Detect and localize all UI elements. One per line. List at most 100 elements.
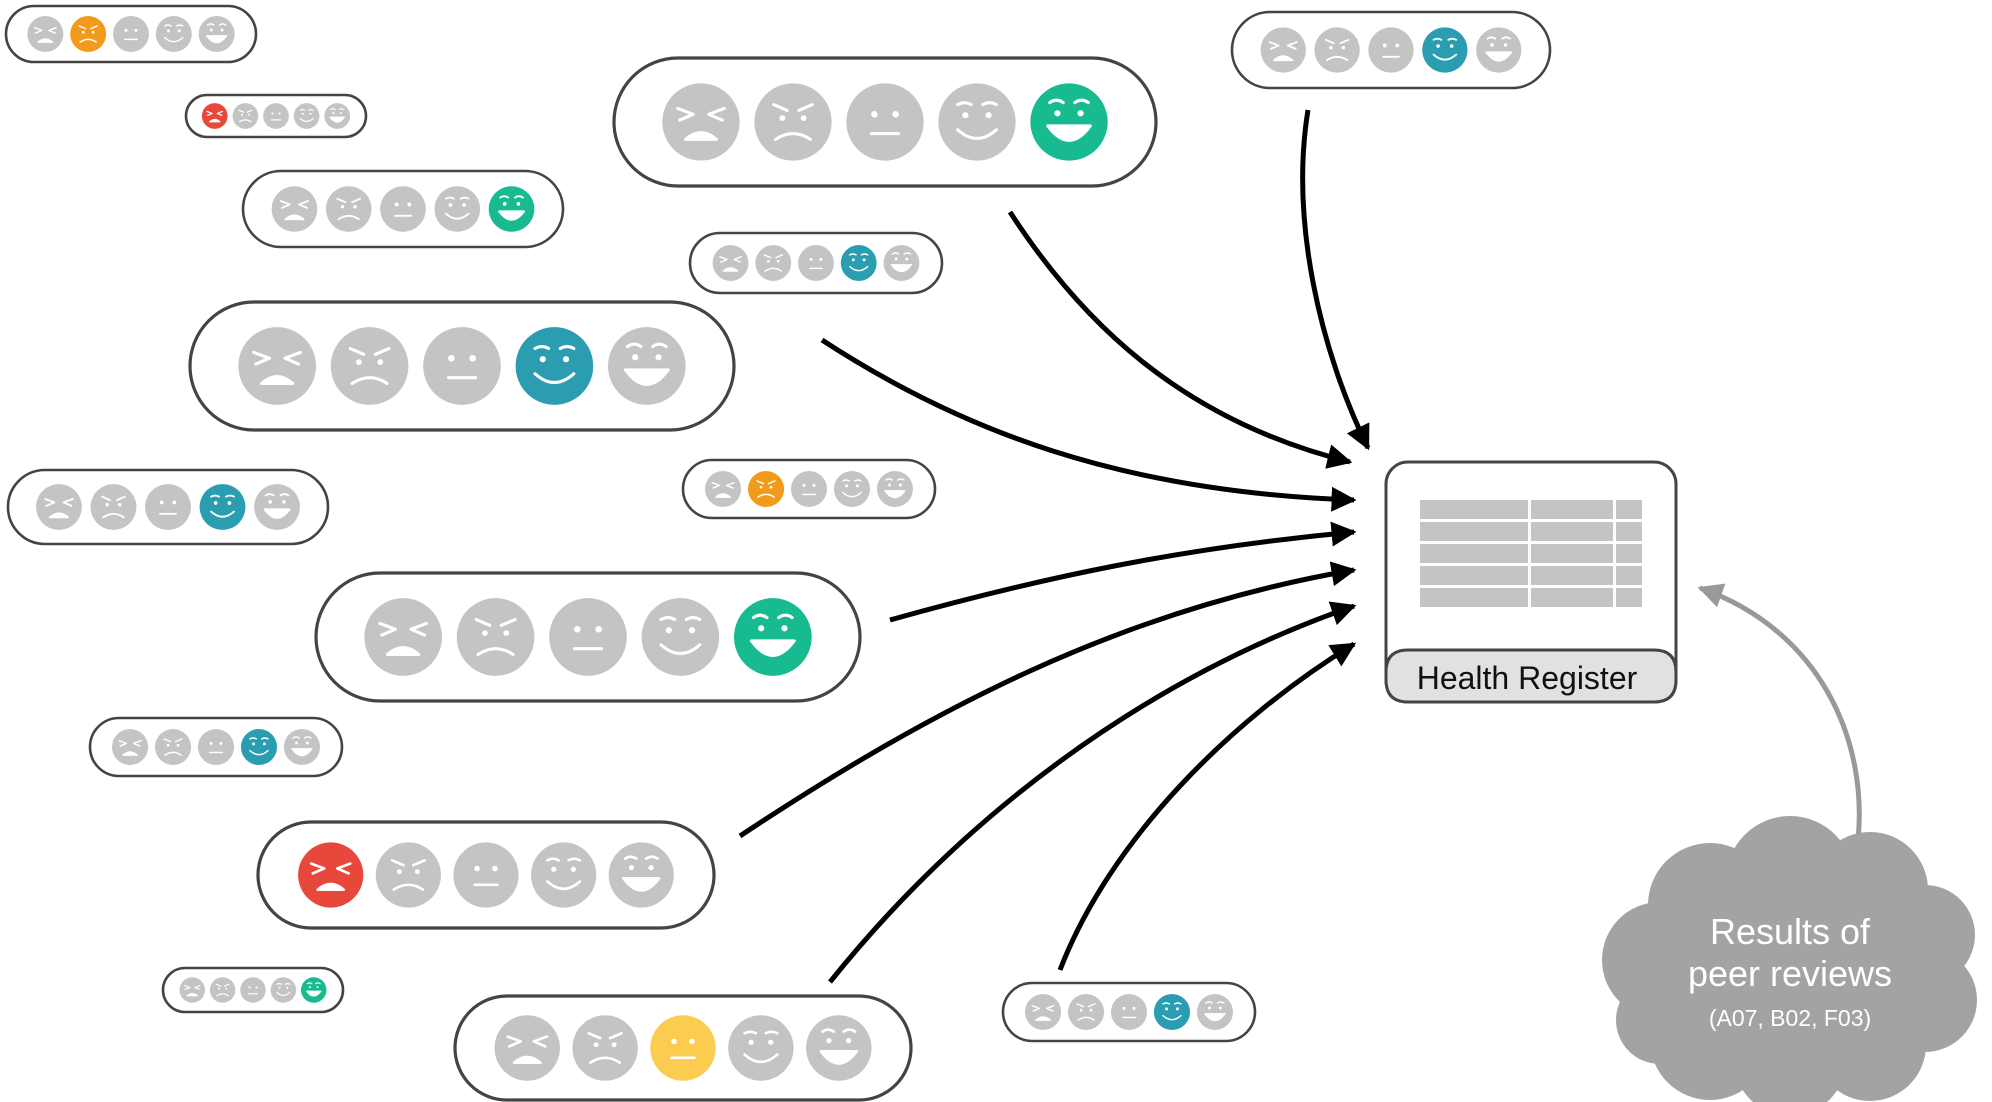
very-unhappy-face-icon <box>1024 993 1062 1031</box>
very-happy-face-icon <box>283 728 321 766</box>
very-unhappy-face-icon <box>27 16 64 52</box>
unhappy-face-icon <box>330 327 409 405</box>
very-happy-face-icon <box>1196 993 1234 1031</box>
cloud-line-3: (A07, B02, F03) <box>1709 1005 1871 1031</box>
table-cell <box>1420 544 1528 563</box>
table-cell <box>1531 588 1613 607</box>
rating-widget <box>256 820 716 930</box>
happy-face-icon <box>1153 993 1191 1031</box>
unhappy-face-icon <box>572 1015 638 1081</box>
arrow-5 <box>738 561 1357 839</box>
very-happy-face-icon <box>300 977 327 1003</box>
table-cell <box>1420 500 1528 519</box>
neutral-face-icon <box>423 327 501 405</box>
table-cell <box>1420 588 1528 607</box>
happy-face-icon <box>293 103 320 129</box>
table-cell <box>1616 544 1642 563</box>
neutral-face-icon <box>1368 27 1414 73</box>
very-unhappy-face-icon <box>1260 27 1306 73</box>
very-unhappy-face-icon <box>111 728 149 766</box>
unhappy-face-icon <box>755 245 792 281</box>
unhappy-face-icon <box>1067 993 1105 1031</box>
neutral-face-icon <box>453 842 519 908</box>
very-unhappy-face-icon <box>238 327 316 405</box>
happy-face-icon <box>1422 27 1468 73</box>
happy-face-icon <box>199 484 246 530</box>
register-title: Health Register <box>1417 660 1638 696</box>
very-unhappy-face-icon <box>201 103 228 129</box>
rating-widget <box>6 468 330 546</box>
rating-widget <box>314 571 862 703</box>
very-happy-face-icon <box>806 1015 872 1081</box>
very-unhappy-face-icon <box>704 470 742 508</box>
rating-widget <box>88 716 344 778</box>
unhappy-face-icon <box>325 186 372 232</box>
happy-face-icon <box>155 16 192 52</box>
happy-face-icon <box>728 1015 794 1081</box>
very-unhappy-face-icon <box>712 245 749 281</box>
very-happy-face-icon <box>1476 27 1522 73</box>
neutral-face-icon <box>263 103 289 129</box>
happy-face-icon <box>240 728 278 766</box>
neutral-face-icon <box>798 245 834 281</box>
very-unhappy-face-icon <box>271 186 318 232</box>
neutral-face-icon <box>240 977 266 1003</box>
unhappy-face-icon <box>232 103 259 129</box>
unhappy-face-icon <box>456 598 535 676</box>
table-cell <box>1531 500 1613 519</box>
neutral-face-icon <box>650 1015 716 1081</box>
happy-face-icon <box>270 977 297 1003</box>
very-happy-face-icon <box>876 470 914 508</box>
unhappy-face-icon <box>747 470 785 508</box>
neutral-face-icon <box>197 728 235 766</box>
very-happy-face-icon <box>324 103 351 129</box>
happy-face-icon <box>641 598 720 676</box>
unhappy-face-icon <box>1314 27 1360 73</box>
cloud-line-1: Results of <box>1710 911 1871 952</box>
table-cell <box>1531 544 1613 563</box>
arrow-cloud <box>1697 583 1862 841</box>
rating-widget <box>453 994 913 1102</box>
very-happy-face-icon <box>198 16 235 52</box>
happy-face-icon <box>434 186 481 232</box>
arrow-4 <box>889 521 1357 623</box>
table-cell <box>1420 566 1528 585</box>
arrow-6 <box>828 601 1357 984</box>
rating-widget <box>4 4 258 64</box>
arrows <box>738 109 1862 984</box>
neutral-face-icon <box>1110 993 1148 1031</box>
neutral-face-icon <box>380 186 426 232</box>
rating-widget <box>184 93 368 139</box>
table-cell <box>1531 522 1613 541</box>
table-cell <box>1420 522 1528 541</box>
register-table <box>1420 500 1642 607</box>
very-unhappy-face-icon <box>179 977 206 1003</box>
neutral-face-icon <box>790 470 828 508</box>
arrow-2 <box>1300 109 1371 451</box>
very-unhappy-face-icon <box>364 598 442 676</box>
rating-widget <box>161 966 345 1014</box>
very-unhappy-face-icon <box>298 842 364 908</box>
table-cell <box>1616 500 1642 519</box>
rating-widget <box>681 458 937 520</box>
very-happy-face-icon <box>1030 83 1108 161</box>
happy-face-icon <box>833 470 871 508</box>
unhappy-face-icon <box>70 16 107 52</box>
rating-widget <box>188 300 736 432</box>
happy-face-icon <box>531 842 597 908</box>
very-happy-face-icon <box>883 245 920 281</box>
neutral-face-icon <box>846 83 924 161</box>
unhappy-face-icon <box>90 484 137 530</box>
table-cell <box>1616 588 1642 607</box>
very-happy-face-icon <box>734 598 812 676</box>
arrow-1 <box>1007 210 1353 469</box>
table-cell <box>1531 566 1613 585</box>
neutral-face-icon <box>145 484 191 530</box>
very-unhappy-face-icon <box>494 1015 560 1081</box>
happy-face-icon <box>840 245 877 281</box>
rating-widget <box>241 169 565 249</box>
table-cell <box>1616 566 1642 585</box>
neutral-face-icon <box>549 598 627 676</box>
rating-widget <box>1230 10 1552 90</box>
unhappy-face-icon <box>209 977 236 1003</box>
